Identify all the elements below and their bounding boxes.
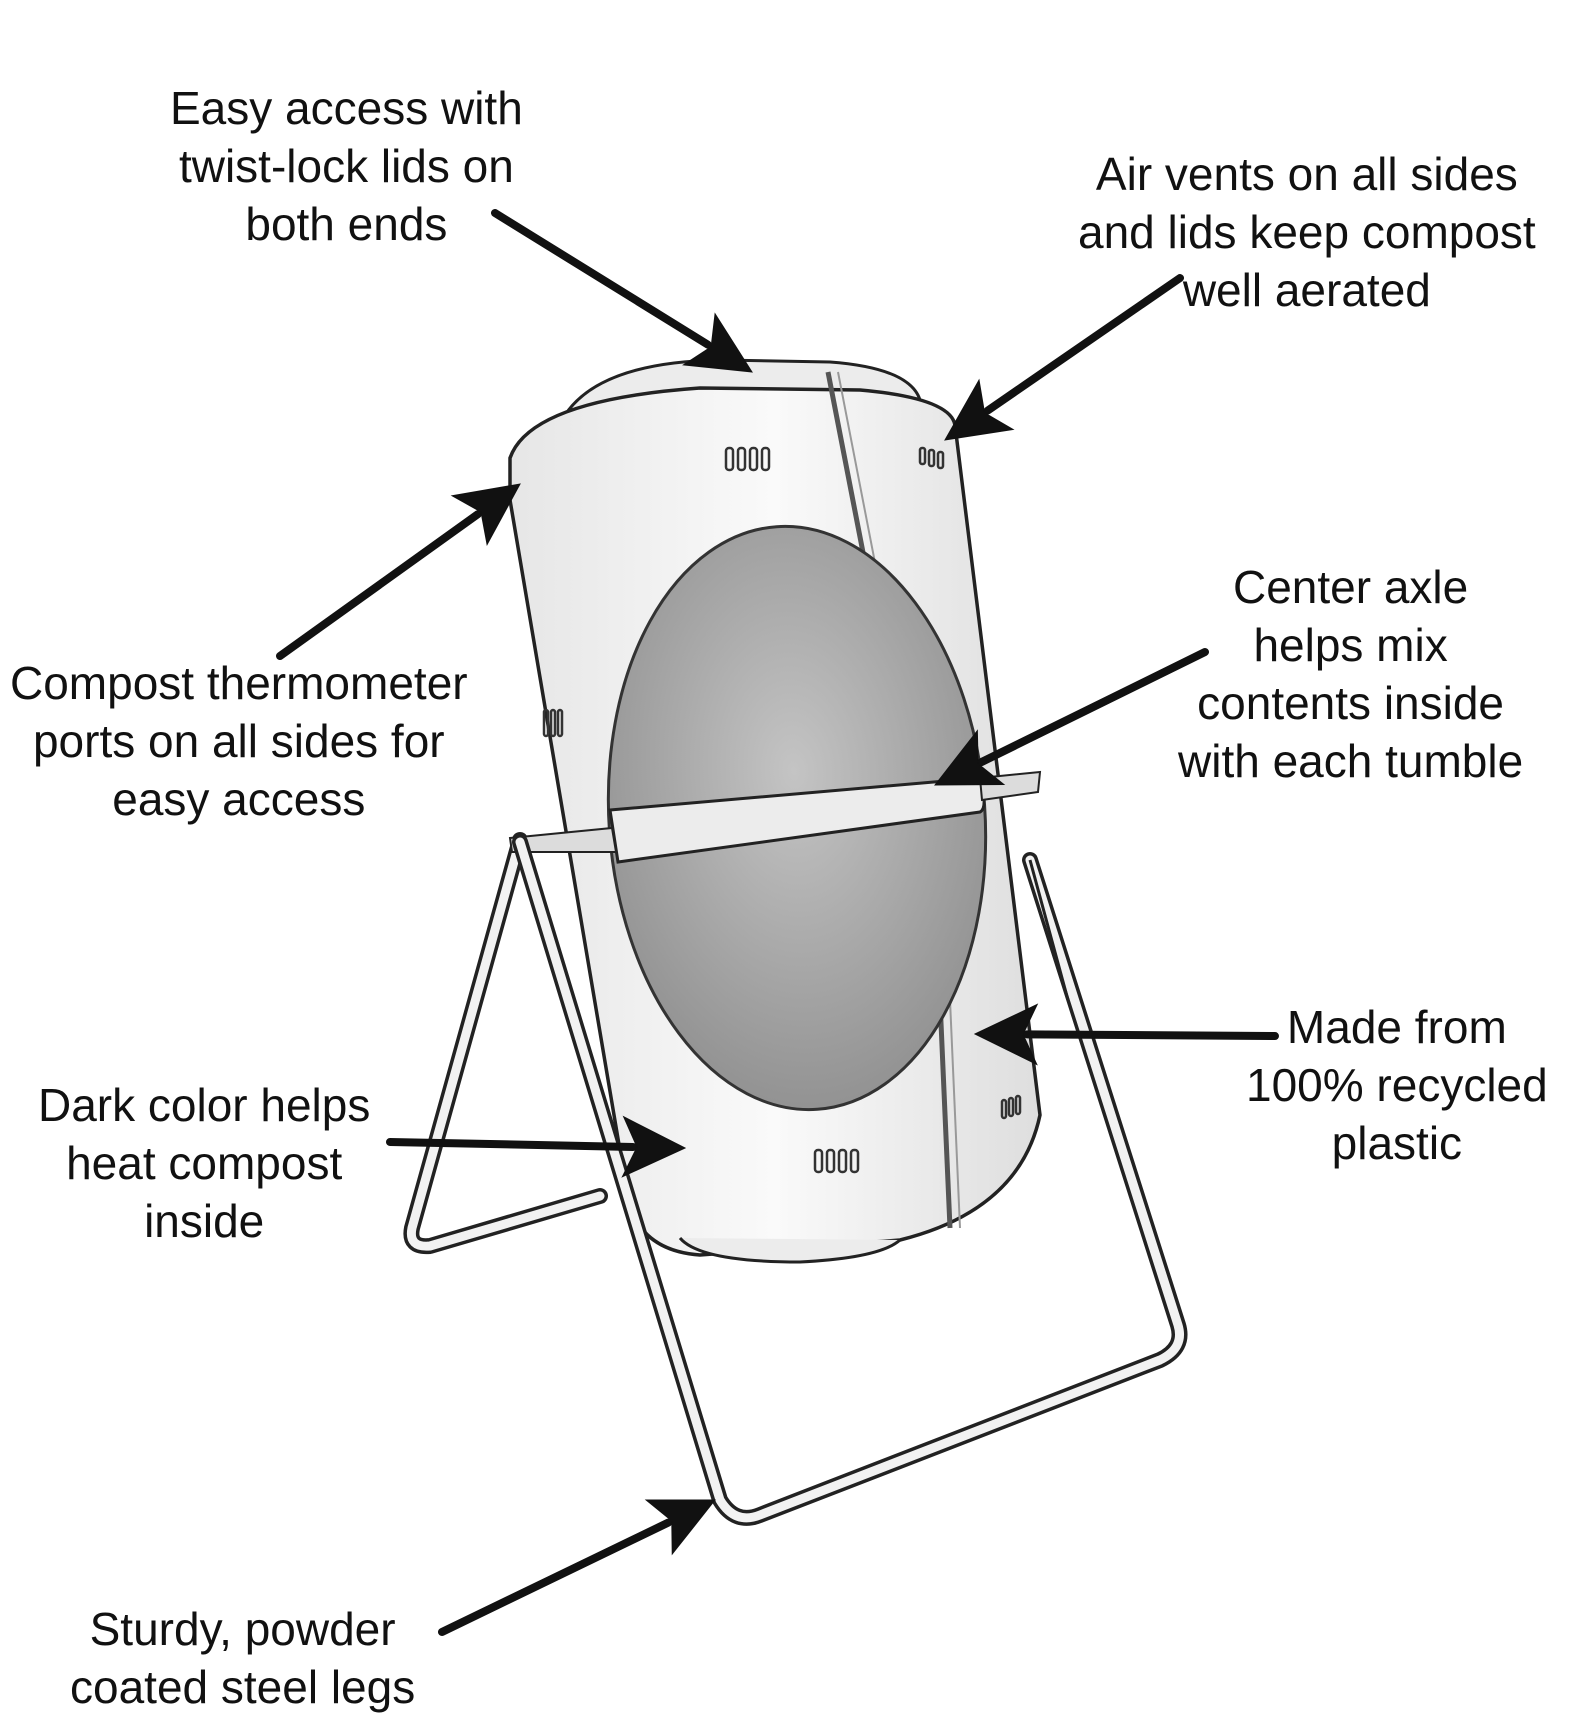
callout-axle-line: contents inside bbox=[1197, 677, 1505, 729]
callout-axle: Center axle helps mix contents inside wi… bbox=[1178, 558, 1523, 790]
callout-lids-line: both ends bbox=[245, 198, 448, 250]
arrow-legs bbox=[438, 1499, 717, 1636]
callout-legs-line: Sturdy, powder bbox=[89, 1603, 396, 1655]
callout-vents: Air vents on all sides and lids keep com… bbox=[1078, 145, 1536, 319]
callout-thermometer-line: ports on all sides for bbox=[32, 715, 445, 767]
callout-vents-line: well aerated bbox=[1182, 264, 1431, 316]
callout-thermometer: Compost thermometer ports on all sides f… bbox=[10, 654, 468, 828]
callout-thermometer-line: Compost thermometer bbox=[10, 657, 468, 709]
callout-axle-line: Center axle bbox=[1232, 561, 1469, 613]
callout-thermometer-line: easy access bbox=[112, 773, 366, 825]
arrow-dark-color bbox=[386, 1115, 687, 1178]
callout-legs-line: coated steel legs bbox=[70, 1661, 416, 1713]
callout-dark-color-line: inside bbox=[144, 1195, 265, 1247]
arrow-vents bbox=[944, 274, 1184, 441]
arrow-recycled bbox=[973, 1003, 1279, 1066]
callout-recycled: Made from 100% recycled plastic bbox=[1246, 998, 1548, 1172]
callout-lids-line: twist-lock lids on bbox=[178, 140, 514, 192]
arrow-axle bbox=[933, 648, 1209, 786]
callout-recycled-line: 100% recycled bbox=[1246, 1059, 1548, 1111]
callout-recycled-line: plastic bbox=[1331, 1117, 1463, 1169]
arrow-lids bbox=[491, 209, 753, 373]
callout-lids-line: Easy access with bbox=[170, 82, 523, 134]
callout-dark-color: Dark color helps heat compost inside bbox=[38, 1076, 370, 1250]
vent-icon bbox=[542, 446, 1022, 1174]
callout-vents-line: Air vents on all sides bbox=[1095, 148, 1518, 200]
callout-recycled-line: Made from bbox=[1286, 1001, 1507, 1053]
callout-dark-color-line: heat compost bbox=[66, 1137, 343, 1189]
callout-axle-line: helps mix bbox=[1253, 619, 1448, 671]
callout-axle-line: with each tumble bbox=[1178, 735, 1524, 787]
callout-dark-color-line: Dark color helps bbox=[38, 1079, 371, 1131]
callout-vents-line: and lids keep compost bbox=[1078, 206, 1536, 258]
callout-legs: Sturdy, powder coated steel legs bbox=[70, 1600, 415, 1716]
callout-lids: Easy access with twist-lock lids on both… bbox=[170, 79, 523, 253]
arrow-thermometer bbox=[276, 483, 521, 660]
